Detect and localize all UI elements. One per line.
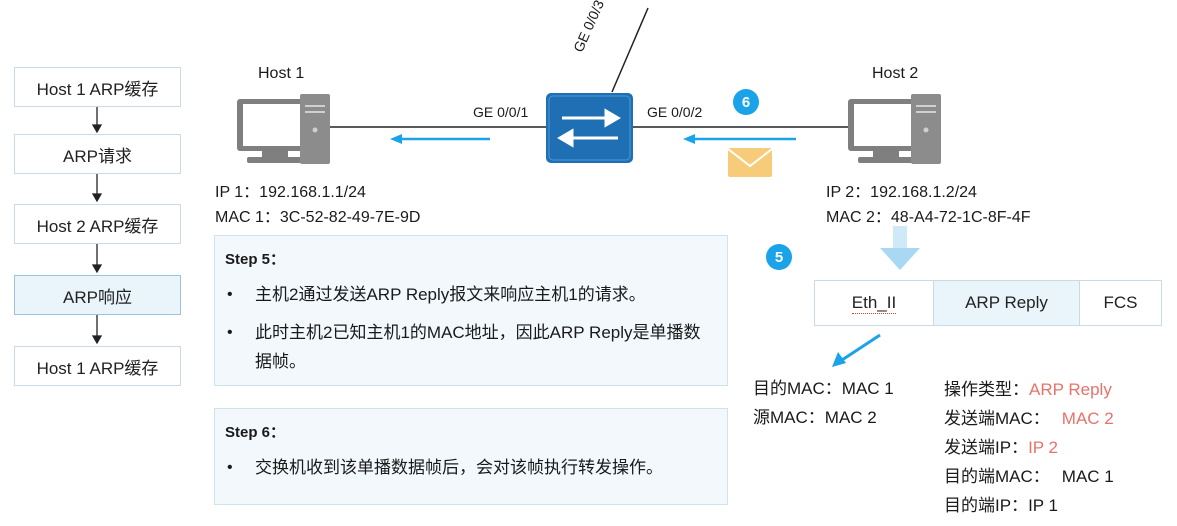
- step-badge-6: 6: [733, 89, 759, 115]
- link-switch-uplink: [611, 7, 649, 93]
- arp-field-target-mac: 目的端MAC：MAC 1: [944, 467, 1114, 486]
- host2-computer-icon: [848, 94, 941, 164]
- frame-eth-cell: Eth_II: [815, 281, 934, 325]
- step5-bullet-1: 主机2通过发送ARP Reply报文来响应主机1的请求。: [255, 285, 646, 304]
- flow-connectors: [91, 107, 103, 345]
- step-badge-5: 5: [766, 244, 792, 270]
- arp-field-op: 操作类型：ARP Reply: [944, 380, 1112, 399]
- flow-step-host2-cache: Host 2 ARP缓存: [14, 204, 181, 244]
- bullet-dot: •: [227, 324, 233, 341]
- host1-computer-icon: [237, 94, 330, 164]
- arp-field-target-ip: 目的端IP：IP 1: [944, 496, 1058, 515]
- port-ge002: GE 0/0/2: [647, 104, 703, 120]
- switch-icon: [546, 93, 633, 163]
- host2-ip: IP 2：192.168.1.2/24: [826, 184, 977, 201]
- eth-src-mac: 源MAC：MAC 2: [753, 408, 877, 427]
- bullet-dot: •: [227, 286, 233, 303]
- host2-name: Host 2: [872, 65, 919, 82]
- host1-name: Host 1: [258, 65, 305, 82]
- bullet-dot: •: [227, 459, 233, 476]
- envelope-icon: [727, 148, 773, 177]
- step6-title: Step 6：: [225, 424, 286, 441]
- step6-bullet-1: 交换机收到该单播数据帧后，会对该帧执行转发操作。: [255, 458, 663, 477]
- arrow-to-switch: [683, 134, 796, 144]
- port-ge001: GE 0/0/1: [473, 104, 529, 120]
- frame-arp-reply-cell: ARP Reply: [934, 281, 1080, 325]
- down-arrow-icon: [880, 226, 920, 270]
- arp-field-sender-ip: 发送端IP：IP 2: [944, 438, 1058, 457]
- flow-step-host1-cache: Host 1 ARP缓存: [14, 67, 181, 107]
- eth-dst-mac: 目的MAC：MAC 1: [753, 379, 894, 398]
- flow-step-arp-reply: ARP响应: [14, 275, 181, 315]
- host1-mac: MAC 1：3C-52-82-49-7E-9D: [215, 209, 421, 226]
- arp-reply-frame: Eth_II ARP Reply FCS: [814, 280, 1162, 326]
- host2-mac: MAC 2：48-A4-72-1C-8F-4F: [826, 209, 1031, 226]
- step5-bullet-2: 此时主机2已知主机1的MAC地址，因此ARP Reply是单播数据帧。: [255, 323, 701, 371]
- step6-box: Step 6： • 交换机收到该单播数据帧后，会对该帧执行转发操作。: [214, 408, 728, 505]
- frame-fcs-cell: FCS: [1080, 281, 1161, 325]
- flow-step-host1-cache-final: Host 1 ARP缓存: [14, 346, 181, 386]
- arrow-to-host1: [390, 134, 490, 144]
- eth-detail-arrow: [832, 333, 881, 367]
- flow-step-arp-request: ARP请求: [14, 134, 181, 174]
- host1-ip: IP 1：192.168.1.1/24: [215, 184, 366, 201]
- step5-box: Step 5： • 主机2通过发送ARP Reply报文来响应主机1的请求。 •…: [214, 235, 728, 386]
- step5-title: Step 5：: [225, 251, 286, 268]
- arp-field-sender-mac: 发送端MAC：MAC 2: [944, 409, 1114, 428]
